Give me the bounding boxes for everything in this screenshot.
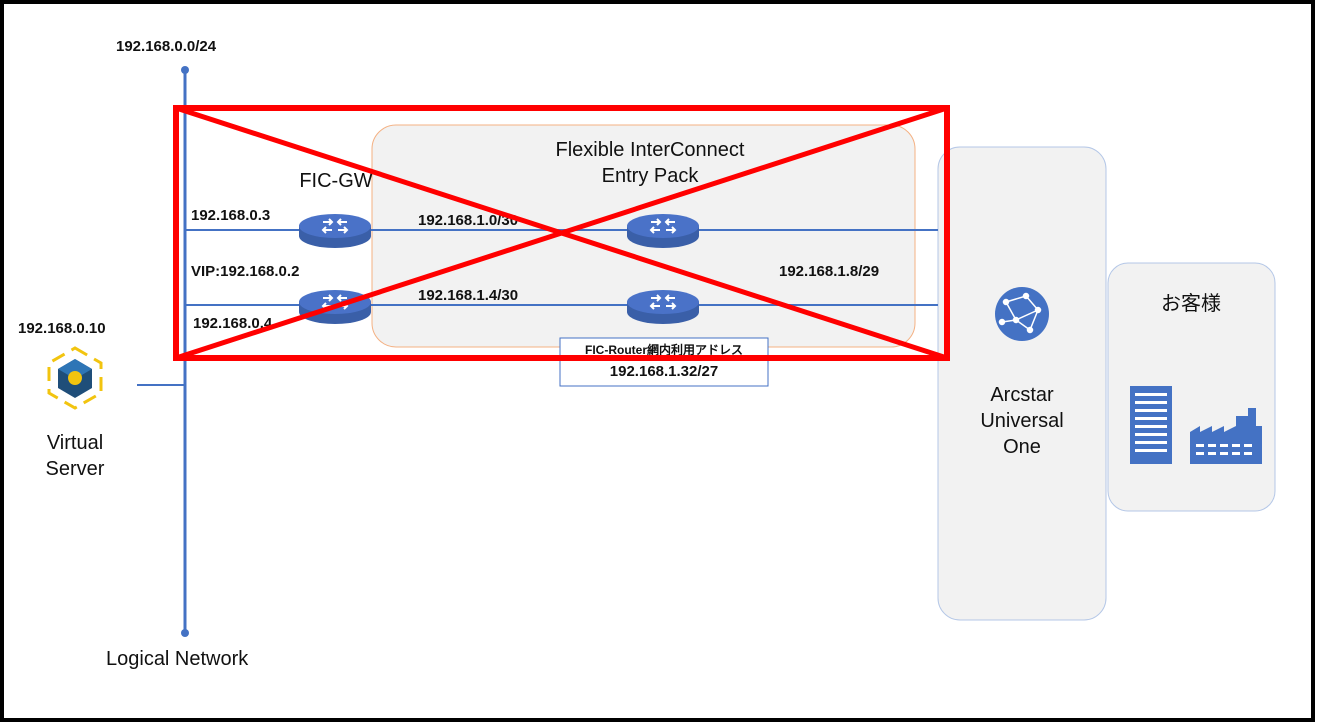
internal-address-box xyxy=(559,337,769,387)
arcstar-line2: Universal xyxy=(980,410,1063,432)
fic-gw-vip: VIP:192.168.0.2 xyxy=(191,263,299,280)
fic-gw-router-top xyxy=(299,214,371,248)
factory-icon xyxy=(1190,408,1262,464)
fic-link-top-label: 192.168.1.0/30 xyxy=(418,212,518,229)
network-end-dot-top xyxy=(181,66,189,74)
network-end-dot-bottom xyxy=(181,629,189,637)
internal-address-subnet: 192.168.1.32/27 xyxy=(610,363,718,380)
arcstar-line1: Arcstar xyxy=(990,384,1054,406)
fic-right-subnet-label: 192.168.1.8/29 xyxy=(779,263,879,280)
server-ip-label: 192.168.0.10 xyxy=(18,320,106,337)
fic-gw-router-bottom xyxy=(299,290,371,324)
fic-link-bottom-label: 192.168.1.4/30 xyxy=(418,287,518,304)
arcstar-line3: One xyxy=(1003,436,1041,458)
server-name-line2: Server xyxy=(46,458,105,480)
fic-gw-title: FIC-GW xyxy=(299,170,372,192)
globe-icon xyxy=(995,287,1049,341)
fic-pack-title-line2: Entry Pack xyxy=(602,165,700,187)
fic-pack-title-line1: Flexible InterConnect xyxy=(556,139,745,161)
fic-router-top xyxy=(627,214,699,248)
arcstar-panel xyxy=(937,146,1107,621)
network-subnet-label: 192.168.0.0/24 xyxy=(116,38,217,55)
virtual-server-icon xyxy=(47,346,103,410)
server-name-line1: Virtual xyxy=(47,432,103,454)
logical-network-label: Logical Network xyxy=(106,648,249,670)
fic-router-bottom xyxy=(627,290,699,324)
customer-title: お客様 xyxy=(1161,292,1221,315)
deprecated-cross-overlay xyxy=(173,105,950,361)
internal-address-label: FIC-Router網内利用アドレス xyxy=(585,342,743,357)
fic-gw-ip-bottom: 192.168.0.4 xyxy=(193,315,273,332)
fic-gw-ip-top: 192.168.0.3 xyxy=(191,207,270,224)
office-building-icon xyxy=(1130,386,1172,464)
